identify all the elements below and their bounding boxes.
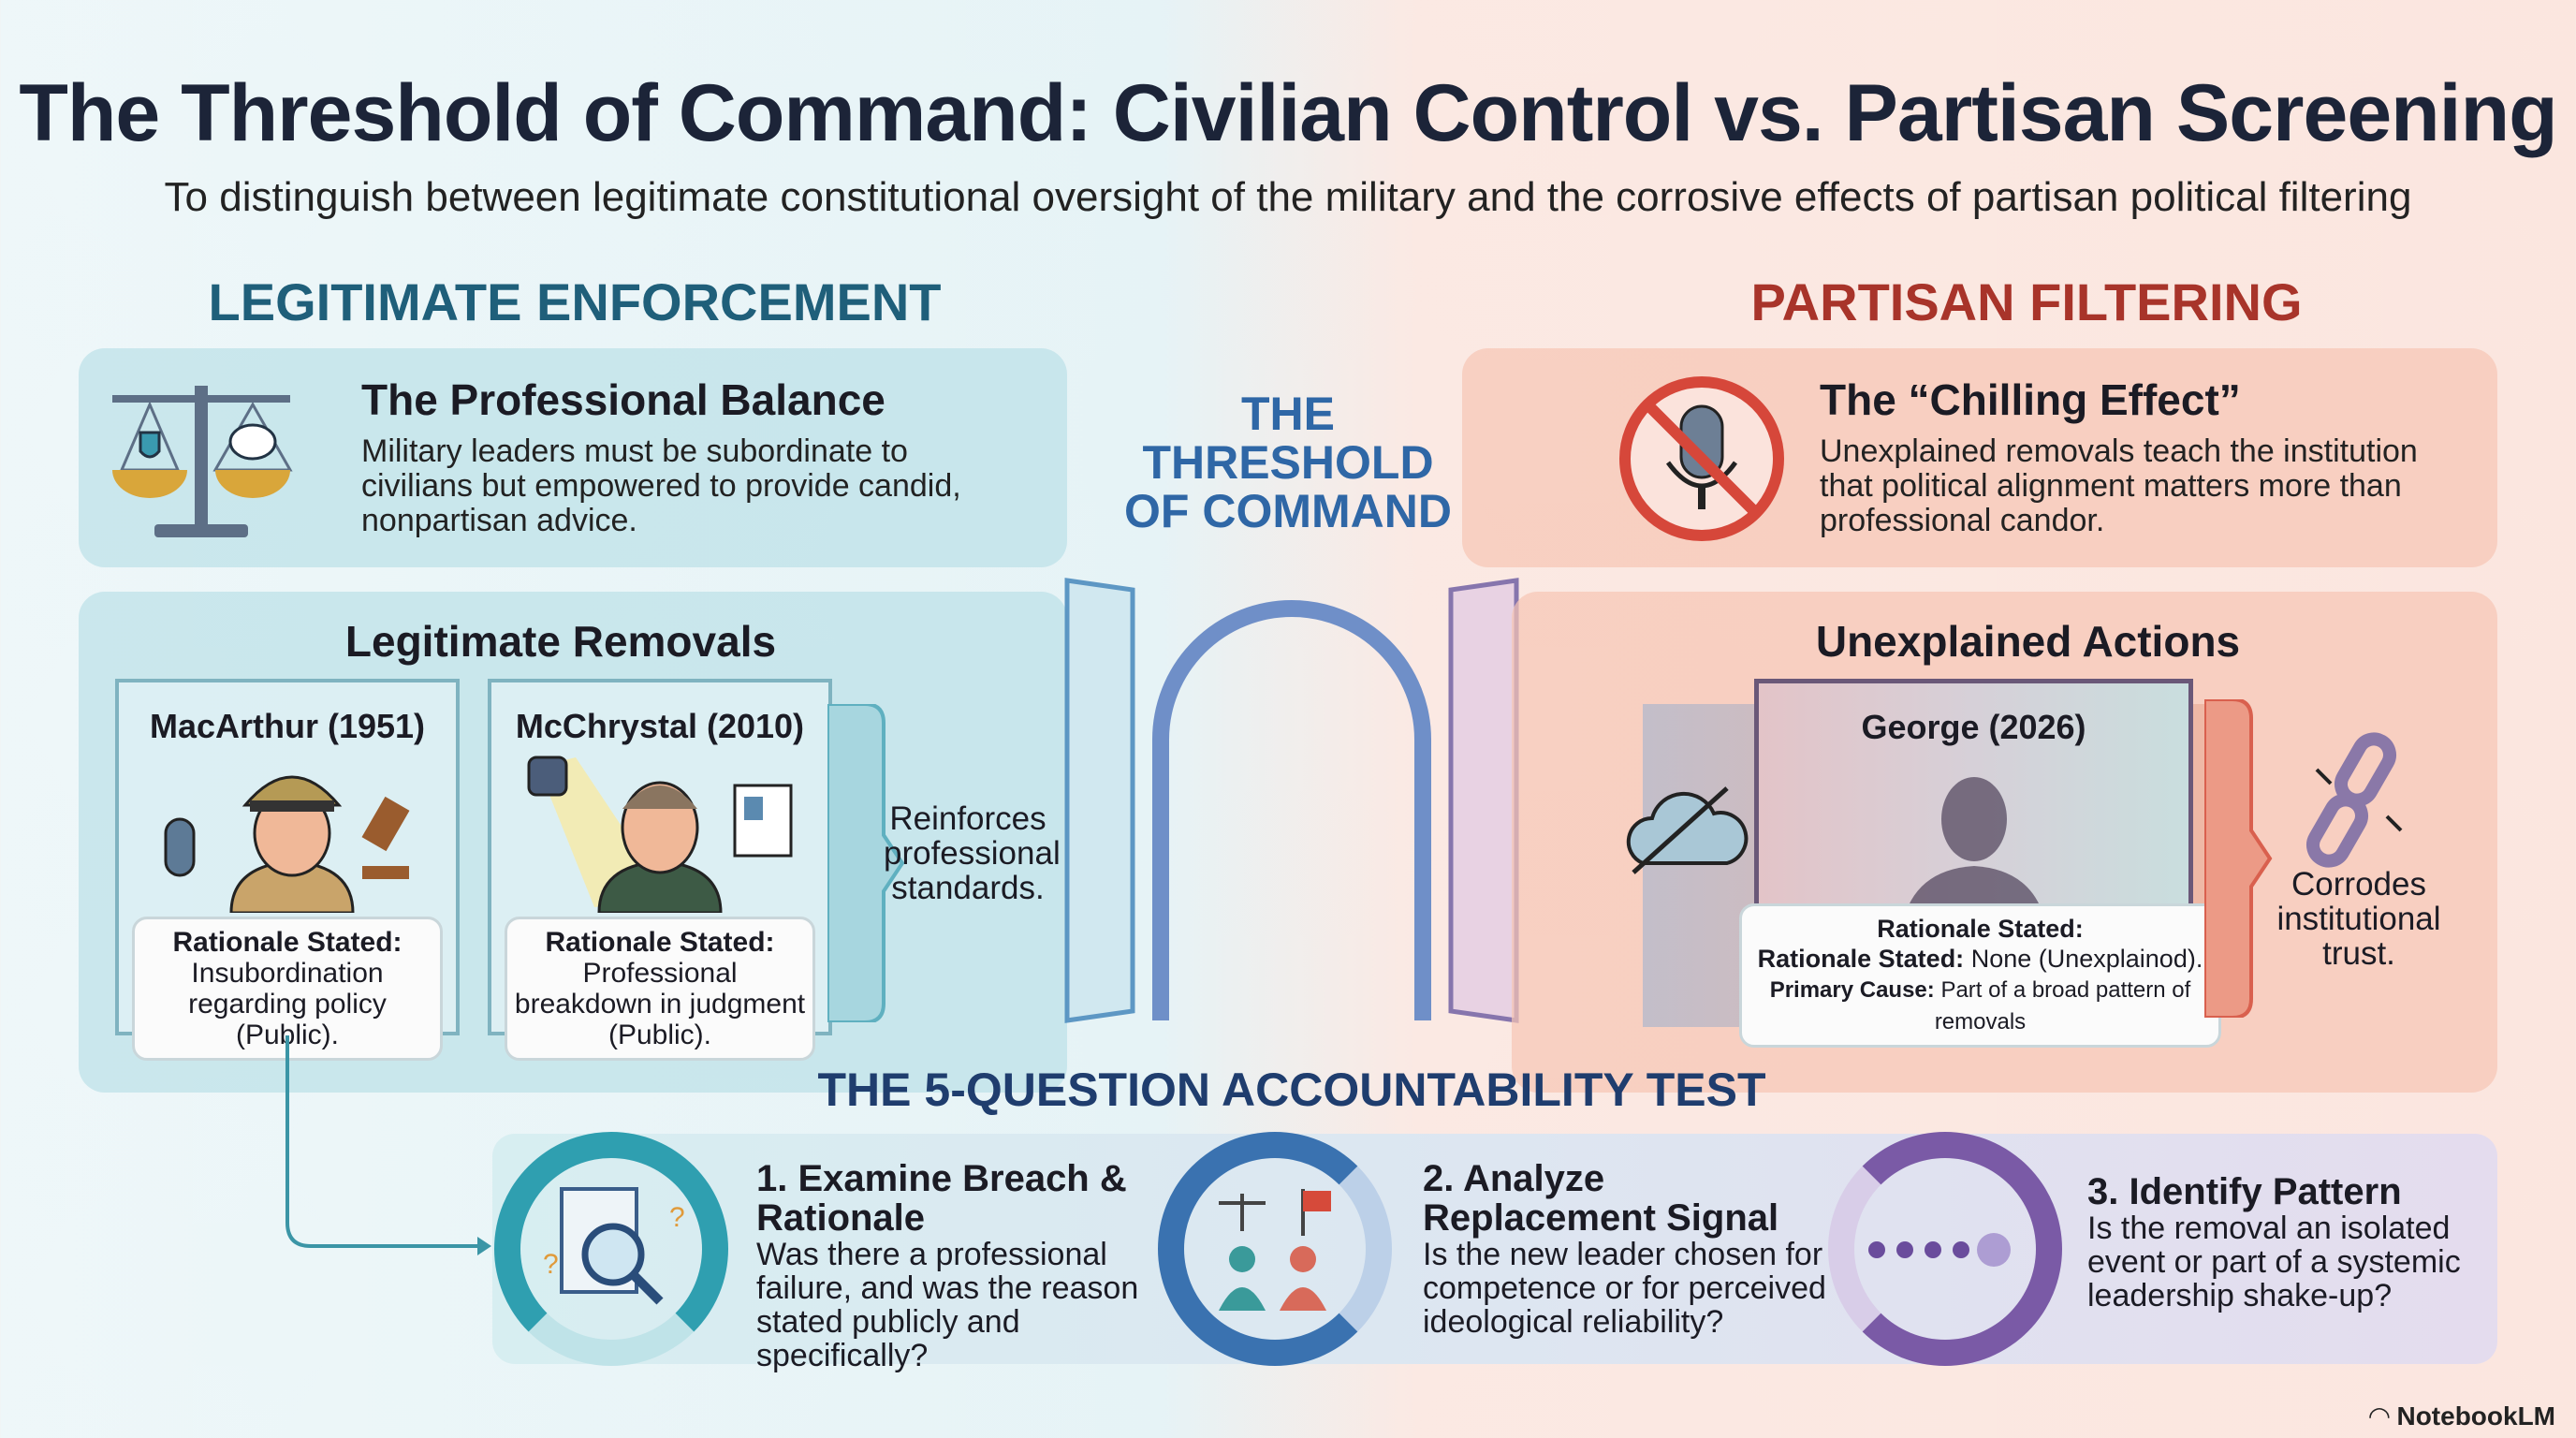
question-text: Is the removal an isolated event or part…	[2087, 1211, 2461, 1313]
question-1: 1. Examine Breach & Rationale Was there …	[756, 1159, 1168, 1372]
professional-balance-panel: The Professional Balance Military leader…	[79, 348, 1067, 567]
question-2: 2. Analyze Replacement Signal Is the new…	[1423, 1159, 1835, 1339]
chilling-title: The “Chilling Effect”	[1820, 375, 2241, 424]
archway-doors-illustration	[1064, 578, 1519, 1023]
question-3: 3. Identify Pattern Is the removal an is…	[2087, 1172, 2481, 1313]
card-name: George (2026)	[1861, 708, 2086, 746]
notebooklm-branding: ◠ NotebookLM	[2369, 1401, 2555, 1431]
general-portrait-icon	[164, 775, 410, 913]
threshold-title: THE THRESHOLD OF COMMAND	[1124, 388, 1452, 537]
rationale-label: Rationale Stated:	[545, 927, 775, 958]
page-subtitle: To distinguish between legitimate consti…	[164, 174, 2412, 220]
actions-title: Unexplained Actions	[1815, 617, 2241, 666]
question-text: Was there a professional failure, and wa…	[756, 1237, 1139, 1373]
cloud-crossed-icon	[1626, 786, 1749, 874]
svg-text:?: ?	[543, 1249, 559, 1280]
partisan-heading: PARTISAN FILTERING	[1750, 272, 2303, 331]
balance-title: The Professional Balance	[361, 375, 886, 424]
document-magnifier-icon: ??	[543, 1187, 685, 1305]
page-title: The Threshold of Command: Civilian Contr…	[19, 68, 2557, 158]
chevron-right-icon	[2204, 699, 2273, 1018]
chilling-effect-panel: The “Chilling Effect” Unexplained remova…	[1462, 348, 2497, 567]
scales-icon	[112, 386, 293, 537]
muted-microphone-icon	[1619, 376, 1784, 541]
rationale-text: None (Unexplainod).	[1964, 945, 2203, 973]
branding-text: NotebookLM	[2396, 1401, 2555, 1431]
primary-cause-text: Part of a broad pattern of removals	[1934, 977, 2191, 1034]
card-name: MacArthur (1951)	[149, 707, 426, 745]
question-title: 1. Examine Breach & Rationale	[756, 1158, 1127, 1239]
question-title: 2. Analyze Replacement Signal	[1423, 1158, 1779, 1239]
scales-and-flag-people-icon	[1219, 1189, 1331, 1311]
rationale-box: Rationale Stated: Professional breakdown…	[505, 917, 815, 1061]
removals-title: Legitimate Removals	[344, 617, 777, 666]
corrodes-text: Corrodes institutional trust.	[2276, 866, 2441, 972]
accountability-strip	[492, 1134, 2497, 1364]
question-text: Is the new leader chosen for competence …	[1423, 1237, 1826, 1340]
broken-chain-icon	[2306, 732, 2403, 868]
mcchrystal-card: McChrystal (2010) Rationale Stated: Prof…	[488, 679, 832, 1061]
general-portrait-icon	[527, 756, 793, 913]
macarthur-card: MacArthur (1951) Rationale Stated: Insub…	[115, 679, 460, 1061]
dotted-pattern-icon	[1868, 1233, 2011, 1267]
rationale-box: Rationale Stated: Insubordination regard…	[132, 917, 443, 1061]
svg-text:?: ?	[669, 1202, 685, 1233]
balance-text: Military leaders must be subordinate to …	[361, 433, 961, 538]
legitimate-removals-panel: Legitimate Removals MacArthur (1951) Rat…	[79, 592, 1067, 1093]
rationale-text: Professional breakdown in judgment (Publ…	[514, 958, 806, 1050]
notebooklm-logo-icon: ◠	[2369, 1401, 2397, 1431]
rationale-label-2: Rationale Stated:	[1757, 945, 1965, 973]
unexplained-actions-panel: Unexplained Actions George (2026) Ration…	[1512, 592, 2497, 1093]
reinforces-text: Reinforces professional standards.	[884, 800, 1061, 906]
chevron-right-icon	[827, 704, 905, 1022]
chilling-text: Unexplained removals teach the instituti…	[1820, 433, 2418, 538]
question-title: 3. Identify Pattern	[2087, 1171, 2402, 1212]
primary-cause-label: Primary Cause:	[1769, 977, 1935, 1003]
rationale-label: Rationale Stated:	[172, 927, 402, 958]
legitimate-heading: LEGITIMATE ENFORCEMENT	[208, 272, 942, 331]
test-heading: THE 5-QUESTION ACCOUNTABILITY TEST	[817, 1064, 1766, 1116]
card-name: McChrystal (2010)	[515, 707, 805, 745]
rationale-label: Rationale Stated:	[1877, 915, 2084, 943]
connector-arrow	[285, 1035, 491, 1255]
rationale-box: Rationale Stated: Rationale Stated: None…	[1739, 903, 2221, 1048]
